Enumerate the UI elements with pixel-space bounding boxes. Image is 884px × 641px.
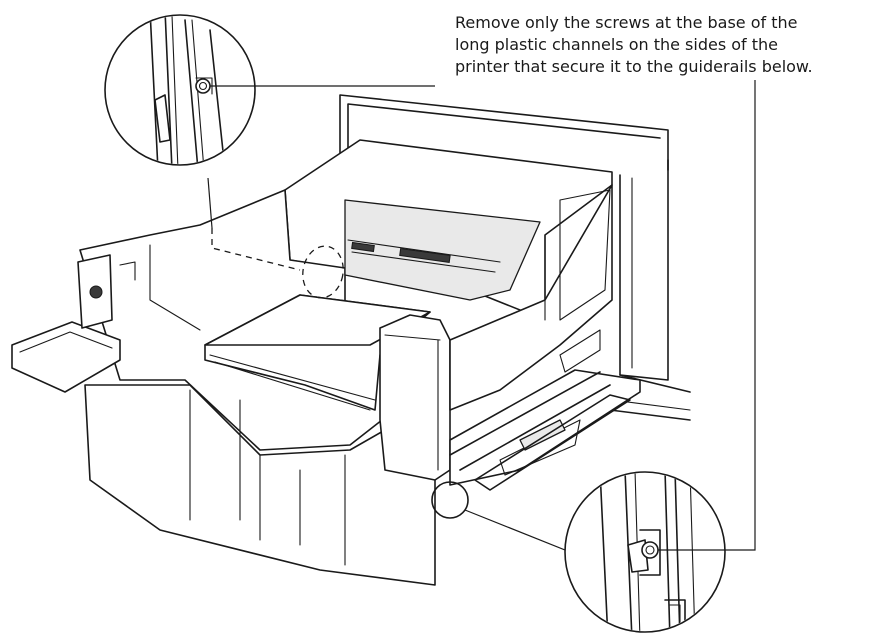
top-detail-closeup (104, 14, 435, 166)
hidden-channel-dashed (207, 177, 344, 299)
callout-line-2: long plastic channels on the sides of th… (455, 35, 779, 54)
guiderail-drawer (449, 329, 641, 491)
callout-line-3: printer that secure it to the guiderails… (455, 57, 813, 76)
callout-line-1: Remove only the screws at the base of th… (455, 13, 798, 32)
printer-body (11, 139, 613, 586)
bottom-detail-closeup (564, 80, 756, 633)
instruction-callout: Remove only the screws at the base of th… (455, 12, 880, 78)
